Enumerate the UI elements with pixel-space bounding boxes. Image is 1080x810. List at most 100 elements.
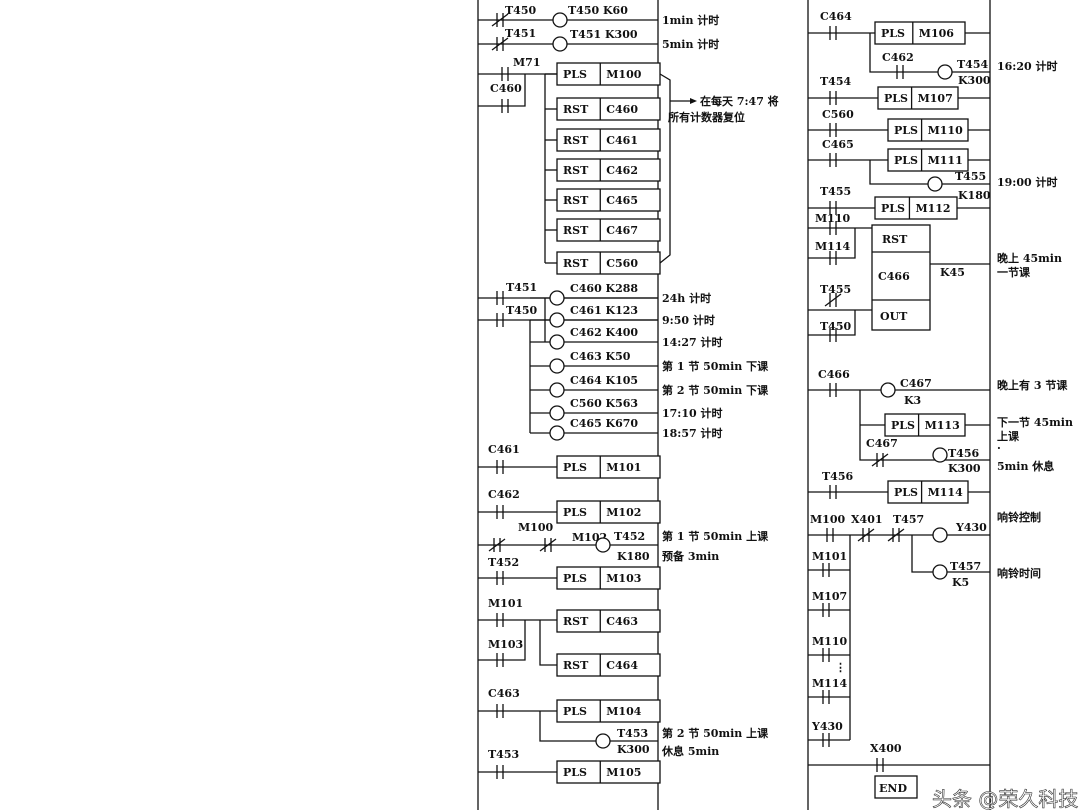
coil-label: T455 <box>955 170 986 183</box>
coil <box>549 405 565 421</box>
box-operand: M111 <box>928 154 963 167</box>
box-op: PLS <box>563 766 587 779</box>
nc-slash <box>887 528 905 542</box>
box-op: PLS <box>894 486 918 499</box>
nc-slash <box>824 293 842 307</box>
box-operand: M105 <box>606 766 641 779</box>
contact-label: C560 <box>822 108 854 121</box>
box-operand: C463 <box>606 615 638 628</box>
box-operand: M103 <box>606 572 641 585</box>
coil <box>549 334 565 350</box>
contact-label: T453 <box>488 748 519 761</box>
coil <box>880 382 896 398</box>
instruction-box <box>556 500 661 524</box>
note: · <box>997 442 1001 455</box>
contact-label: T455 <box>820 283 851 296</box>
coil-label: C462 K400 <box>570 326 638 339</box>
coil <box>549 382 565 398</box>
nc-slash <box>871 453 889 467</box>
box-op: RST <box>563 134 589 147</box>
instruction-box <box>887 148 969 172</box>
instruction-box <box>887 118 969 142</box>
coil-label: T456 <box>948 447 979 460</box>
box-op: PLS <box>563 68 587 81</box>
coil-label: K180 <box>617 550 650 563</box>
box-operand: M104 <box>606 705 641 718</box>
counter-preset: K45 <box>940 266 965 279</box>
contact-label: M110 <box>812 635 847 648</box>
coil-label: K3 <box>904 394 921 407</box>
box-op: RST <box>563 224 589 237</box>
nc-slash <box>491 37 509 51</box>
contact-label: M101 <box>812 550 847 563</box>
note: 14:27 计时 <box>662 335 723 349</box>
instruction-box <box>884 413 966 437</box>
coil-label: K300 <box>617 743 650 756</box>
coil <box>549 358 565 374</box>
coil <box>595 733 611 749</box>
coil-label: C465 K670 <box>570 417 638 430</box>
box-op: RST <box>563 659 589 672</box>
note: 响铃控制 <box>997 510 1041 524</box>
contact-label: M101 <box>488 597 523 610</box>
box-op: RST <box>563 615 589 628</box>
contact-label: T450 <box>506 304 537 317</box>
note: 17:10 计时 <box>662 406 723 420</box>
box-operand: C465 <box>606 194 638 207</box>
wire <box>808 310 856 336</box>
note: 第 1 节 50min 上课 <box>662 529 769 543</box>
box-operand: C467 <box>606 224 638 237</box>
wire <box>659 73 671 264</box>
wire <box>478 74 526 107</box>
coil <box>595 537 611 553</box>
note: 晚上有 3 节课 <box>997 378 1068 392</box>
box-operand: M112 <box>915 202 950 215</box>
wire <box>539 711 658 742</box>
contact-label: C467 <box>866 437 898 450</box>
box-op: RST <box>563 103 589 116</box>
note: 第 1 节 50min 下课 <box>662 359 769 373</box>
contact-label: T456 <box>822 470 853 483</box>
contact-label: T452 <box>488 556 519 569</box>
nc-slash <box>539 538 557 552</box>
contact-label: C465 <box>822 138 854 151</box>
note: 在每天 7:47 将 <box>700 94 779 108</box>
contact-label: M114 <box>815 240 850 253</box>
contact-label: C462 <box>882 51 914 64</box>
contact-label: C463 <box>488 687 520 700</box>
coil <box>552 12 568 28</box>
instruction-box <box>556 128 661 152</box>
coil-label: T452 <box>614 530 645 543</box>
box-op: PLS <box>563 705 587 718</box>
contact-label: Y430 <box>811 720 843 733</box>
contact-label: M110 <box>815 212 850 225</box>
contact-label: T450 <box>820 320 851 333</box>
coil <box>937 64 953 80</box>
box-operand: C460 <box>606 103 638 116</box>
box-operand: M102 <box>606 506 641 519</box>
coil <box>552 36 568 52</box>
contact-label: C461 <box>488 443 520 456</box>
coil-label: C560 K563 <box>570 397 638 410</box>
note: 18:57 计时 <box>662 426 723 440</box>
coil-label: C461 K123 <box>570 304 638 317</box>
note: 第 2 节 50min 上课 <box>662 726 769 740</box>
note: 19:00 计时 <box>997 175 1058 189</box>
instruction-box <box>556 97 661 121</box>
box-op: PLS <box>881 202 905 215</box>
instruction-box <box>556 188 661 212</box>
arrow-icon <box>690 98 697 104</box>
contact-label: C464 <box>820 10 852 23</box>
box-operand: M110 <box>928 124 963 137</box>
box-op: PLS <box>563 461 587 474</box>
coil-label: T450 K60 <box>568 4 628 17</box>
instruction-box <box>874 196 958 220</box>
note: 1min 计时 <box>662 13 719 27</box>
nc-slash <box>491 13 509 27</box>
note: 5min 计时 <box>662 37 719 51</box>
instruction-box <box>874 21 966 45</box>
contact-label: M100 <box>810 513 845 526</box>
box-op: PLS <box>563 572 587 585</box>
coil <box>549 425 565 441</box>
